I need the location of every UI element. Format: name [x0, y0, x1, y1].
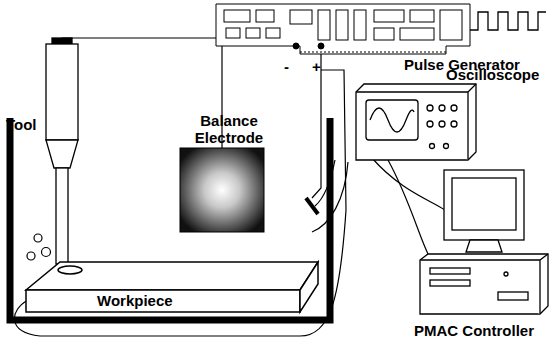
- device-label: Oscilloscope: [446, 66, 539, 83]
- pulse-generator-board: [216, 4, 470, 54]
- workpiece-slab: [26, 262, 318, 312]
- probe-clip: [306, 198, 318, 214]
- wires: [14, 38, 445, 336]
- pulse-waveform: [470, 12, 546, 30]
- bubbles: [27, 234, 51, 260]
- dielectric-tank: [10, 118, 330, 320]
- terminal-sign: -: [284, 58, 289, 75]
- node-label: Workpiece: [97, 292, 299, 309]
- part-label: Balance Electrode: [184, 112, 274, 146]
- workpiece-face: Workpiece: [27, 291, 299, 311]
- part-label: Tool: [6, 116, 37, 133]
- balance-electrode: [180, 148, 264, 232]
- pmac-controller-computer: [420, 170, 548, 314]
- terminal-sign: +: [312, 58, 321, 75]
- tool-electrode: [46, 38, 78, 264]
- device-label: PMAC Controller: [414, 322, 534, 339]
- oscilloscope-symbol: [356, 84, 476, 160]
